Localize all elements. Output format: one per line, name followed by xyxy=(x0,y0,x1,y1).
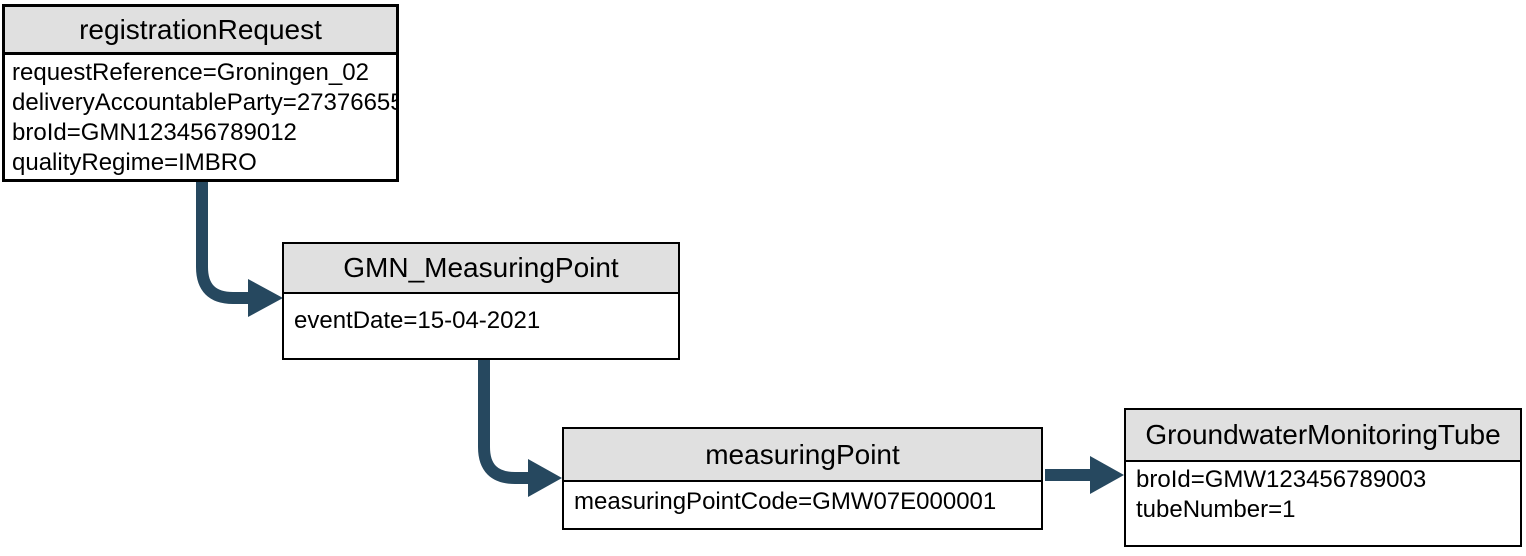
node-gmn-measuring-point: GMN_MeasuringPoint eventDate=15-04-2021 xyxy=(282,242,680,360)
node-measuring-point-body: measuringPointCode=GMW07E000001 xyxy=(564,482,1041,528)
node-attribute: measuringPointCode=GMW07E000001 xyxy=(574,488,997,515)
node-attribute: deliveryAccountableParty=27376655 xyxy=(12,89,396,116)
node-groundwater-monitoring-tube-title: GroundwaterMonitoringTube xyxy=(1126,410,1520,462)
node-attribute: broId=GMW123456789003 xyxy=(1136,466,1427,493)
node-attribute: eventDate=15-04-2021 xyxy=(294,307,541,334)
node-groundwater-monitoring-tube-body: broId=GMW123456789003 tubeNumber=1 xyxy=(1126,462,1520,545)
node-attribute: qualityRegime=IMBRO xyxy=(12,149,257,176)
arrow-gmn-to-measuringpoint xyxy=(478,360,562,497)
node-attribute: tubeNumber=1 xyxy=(1136,496,1296,523)
node-registration-request-body: requestReference=Groningen_02 deliveryAc… xyxy=(5,55,396,179)
node-gmn-measuring-point-body: eventDate=15-04-2021 xyxy=(284,294,678,358)
node-measuring-point-title: measuringPoint xyxy=(564,429,1041,482)
node-registration-request-title: registrationRequest xyxy=(5,7,396,55)
node-attribute: broId=GMN123456789012 xyxy=(12,119,297,146)
node-gmn-measuring-point-title: GMN_MeasuringPoint xyxy=(284,244,678,294)
node-measuring-point: measuringPoint measuringPointCode=GMW07E… xyxy=(562,427,1043,530)
node-attribute: requestReference=Groningen_02 xyxy=(12,59,369,86)
arrow-registration-to-gmn xyxy=(196,181,283,317)
arrow-measuringpoint-to-tube xyxy=(1045,456,1124,494)
node-groundwater-monitoring-tube: GroundwaterMonitoringTube broId=GMW12345… xyxy=(1124,408,1522,547)
node-registration-request: registrationRequest requestReference=Gro… xyxy=(2,4,399,182)
